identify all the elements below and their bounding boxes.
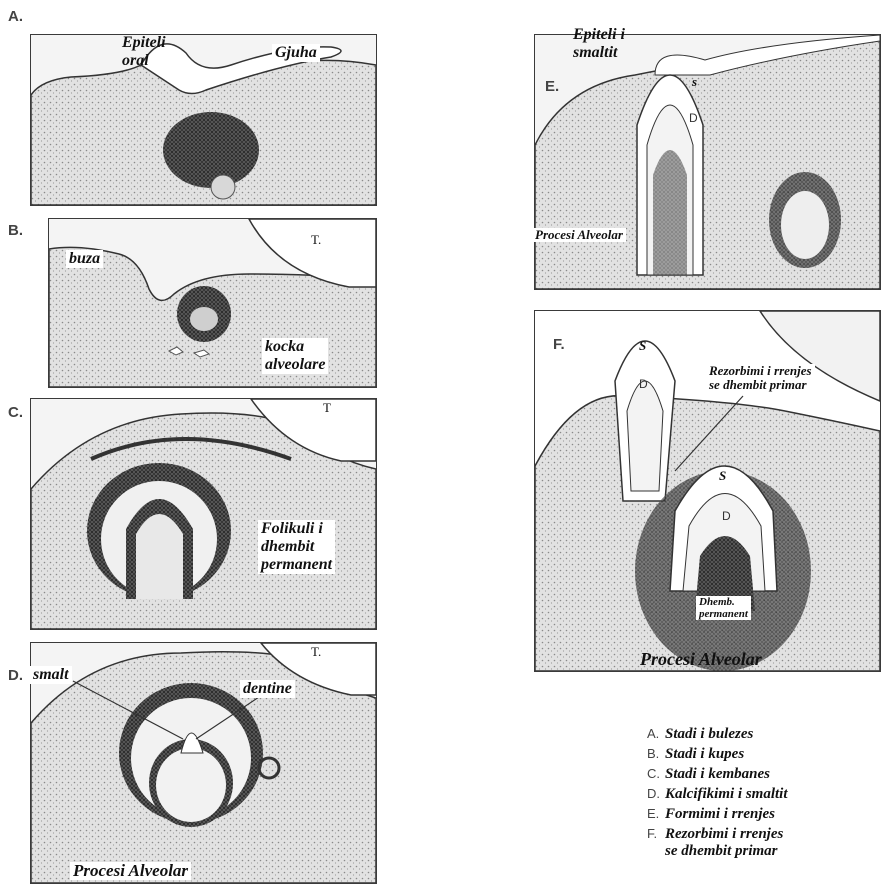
panel-e: s D: [534, 34, 881, 290]
label-dhemb-permanent: Dhemb.permanent: [696, 596, 751, 620]
legend-item-e: E.Formimi i rrenjes: [647, 806, 788, 826]
label-smalt: smalt: [30, 666, 72, 684]
label-procesi-e: Procesi Alveolar: [532, 228, 626, 242]
label-buza: buza: [66, 250, 103, 268]
panel-c-t: T: [323, 401, 331, 415]
label-gjuha: Gjuha: [272, 44, 320, 62]
panel-e-d: D: [689, 111, 698, 125]
panel-d-drawing: [31, 643, 376, 883]
panel-d-t: T.: [311, 645, 321, 659]
label-procesi-f: Procesi Alveolar: [640, 650, 762, 668]
panel-f-s2: S: [719, 469, 726, 483]
stage-legend: A.Stadi i bulezes B.Stadi i kupes C.Stad…: [647, 726, 788, 862]
panel-a: A.: [30, 34, 377, 206]
legend-item-d: D.Kalcifikimi i smaltit: [647, 786, 788, 806]
panel-f-s1: S: [639, 339, 646, 353]
panel-a-letter-outer: A.: [8, 8, 23, 25]
panel-c: T: [30, 398, 377, 630]
label-dentine: dentine: [240, 680, 295, 698]
panel-d-letter: D.: [8, 667, 23, 684]
panel-f-d1: D: [639, 377, 648, 391]
legend-item-a: A.Stadi i bulezes: [647, 726, 788, 746]
panel-f-d2: D: [722, 509, 731, 523]
panel-d: T.: [30, 642, 377, 884]
panel-c-drawing: [31, 399, 376, 629]
panel-e-letter: E.: [545, 78, 559, 95]
panel-e-drawing: [535, 35, 880, 289]
legend-item-c: C.Stadi i kembanes: [647, 766, 788, 786]
panel-b-letter: B.: [8, 222, 23, 239]
panel-b-t: T.: [311, 233, 321, 247]
panel-f-letter: F.: [553, 336, 565, 353]
panel-c-letter: C.: [8, 404, 23, 421]
panel-a-drawing: [31, 35, 376, 205]
label-procesi-d: Procesi Alveolar: [70, 862, 191, 880]
legend-item-b: B.Stadi i kupes: [647, 746, 788, 766]
panel-e-s: s: [692, 75, 697, 89]
